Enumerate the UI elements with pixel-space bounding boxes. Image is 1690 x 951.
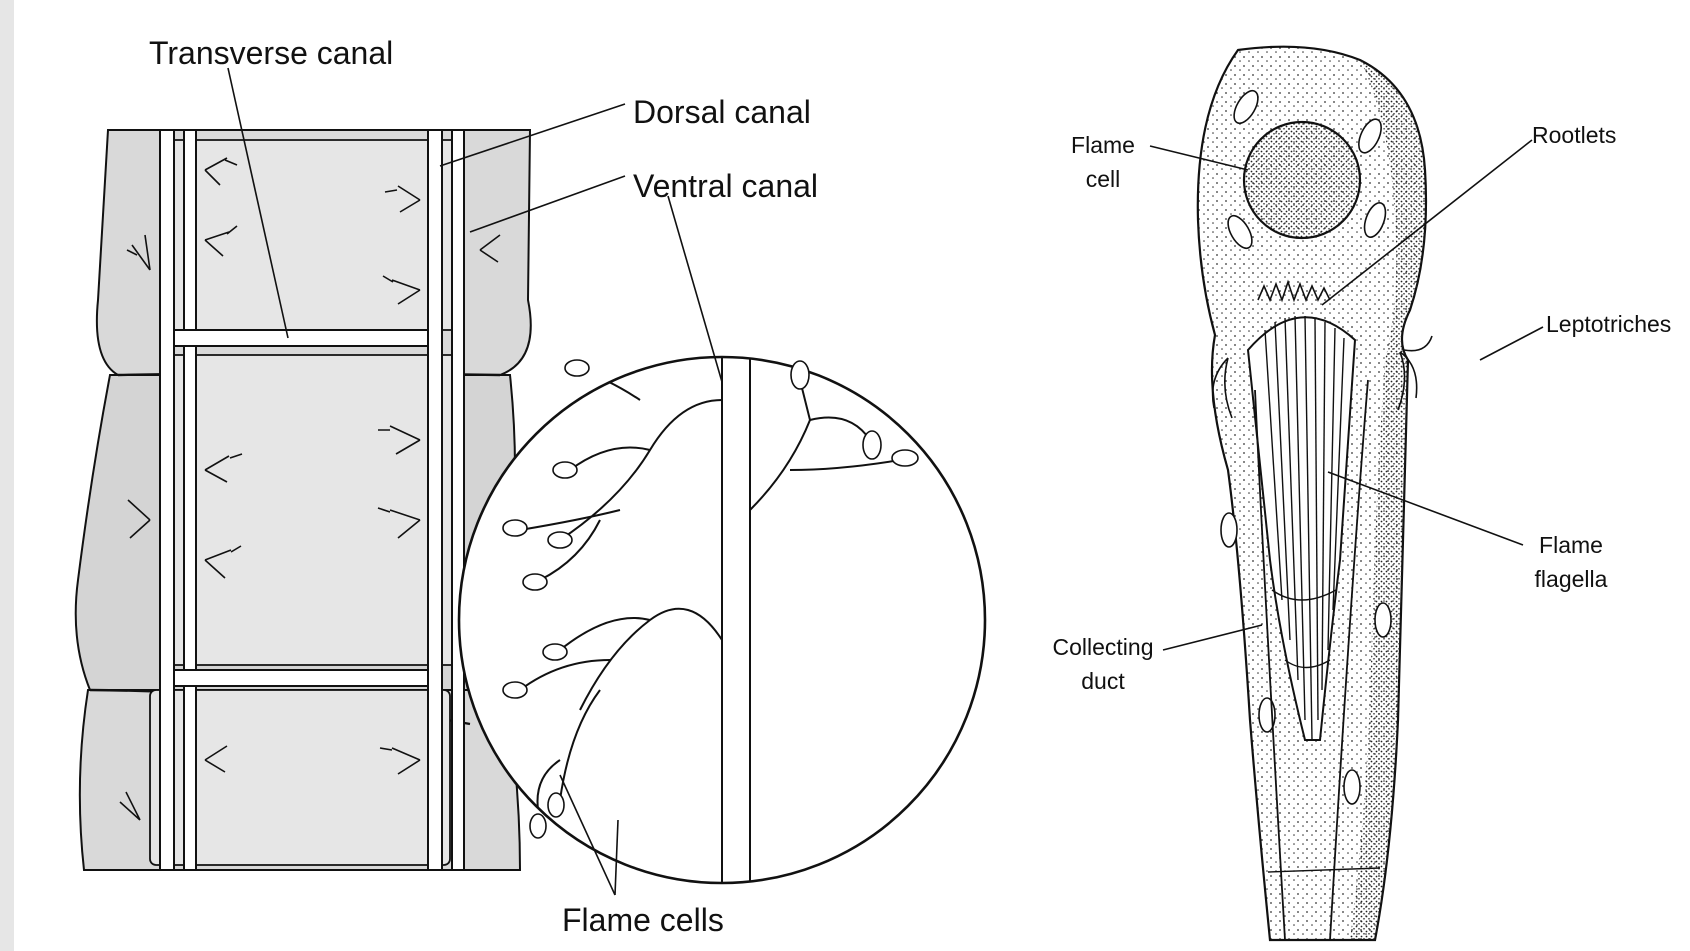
- label-ventral-canal: Ventral canal: [633, 170, 818, 202]
- leader-leptotriches: [1480, 327, 1543, 360]
- label-flame-flagella-line2: flagella: [1526, 562, 1616, 596]
- ventral-canal-left: [160, 130, 174, 870]
- label-leptotriches: Leptotriches: [1546, 313, 1671, 336]
- label-collecting-duct-line2: duct: [1038, 664, 1168, 698]
- dorsal-canal-right: [428, 130, 442, 870]
- transverse-canal-2: [174, 670, 428, 686]
- dorsal-canal-left: [184, 130, 196, 870]
- flame-cell-drawing: [1198, 47, 1432, 940]
- page-edge-shadow: [0, 0, 14, 951]
- label-transverse-canal: Transverse canal: [149, 37, 393, 69]
- label-dorsal-canal: Dorsal canal: [633, 96, 811, 128]
- ventral-canal-right: [452, 130, 464, 870]
- label-collecting-duct: Collecting duct: [1038, 630, 1168, 698]
- transverse-canal-1: [174, 330, 428, 346]
- label-flame-flagella-line1: Flame: [1526, 528, 1616, 562]
- label-flame-cell: Flame cell: [1058, 128, 1148, 196]
- label-rootlets: Rootlets: [1532, 124, 1616, 147]
- label-flame-cells: Flame cells: [562, 904, 724, 936]
- label-flame-flagella: Flame flagella: [1526, 528, 1616, 596]
- label-flame-cell-line2: cell: [1058, 162, 1148, 196]
- label-flame-cell-line1: Flame: [1058, 128, 1148, 162]
- label-collecting-duct-line1: Collecting: [1038, 630, 1168, 664]
- leader-ventral-canal-circle: [668, 196, 722, 382]
- nucleus: [1244, 122, 1360, 238]
